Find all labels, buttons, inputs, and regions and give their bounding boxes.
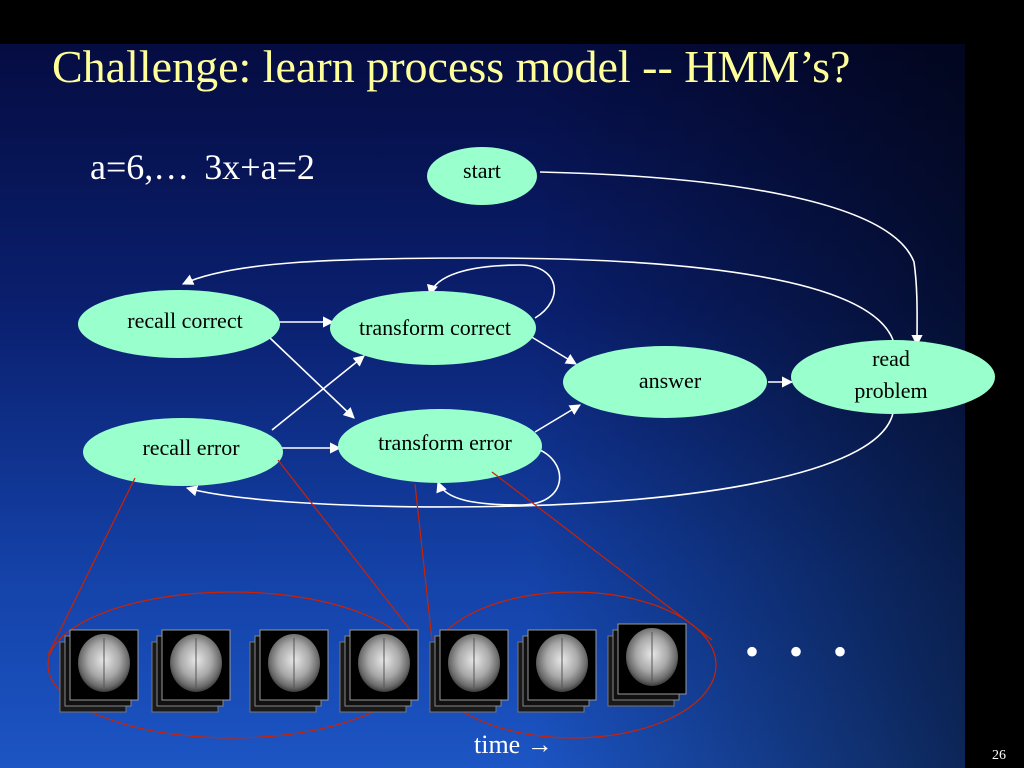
node-recall-error: recall error (83, 418, 283, 486)
node-recall-correct-label: recall correct (127, 308, 242, 333)
slide-title: Challenge: learn process model -- HMM’s? (52, 41, 851, 92)
node-transform-error-label: transform error (378, 430, 512, 455)
node-read-problem-label-line1: read (872, 346, 910, 371)
time-axis-label: time → (474, 730, 553, 759)
edge-start-to-read-problem (539, 171, 923, 347)
equation-text: a=6,… 3x+a=2 (90, 147, 315, 187)
diagram-edges (181, 171, 923, 508)
edge-recall-correct-to-transform-error (269, 337, 355, 419)
edge-transform-error-self-loop (436, 447, 561, 506)
edge-recall-error-to-transform-correct (271, 355, 365, 431)
ellipsis-dots: • • • (745, 629, 858, 674)
edge-read-problem-to-recall-correct (181, 257, 894, 341)
node-recall-error-label: recall error (142, 435, 240, 460)
brain-scan-3 (249, 629, 329, 713)
node-read-problem: read problem (791, 340, 995, 414)
brain-scan-6 (517, 629, 597, 713)
brain-scan-strip (59, 623, 687, 713)
node-answer: answer (563, 346, 767, 418)
edge-transform-error-to-answer (534, 404, 581, 433)
node-answer-label: answer (639, 368, 702, 393)
brain-scan-7 (607, 623, 687, 707)
node-start: start (427, 147, 537, 205)
brain-scan-1 (59, 629, 139, 713)
node-transform-correct: transform correct (330, 291, 536, 365)
edge-transform-correct-self-loop (427, 264, 556, 319)
node-recall-correct: recall correct (78, 290, 280, 358)
brain-scan-2 (151, 629, 231, 713)
brain-scan-5 (429, 629, 509, 713)
edge-transform-correct-to-answer (529, 335, 577, 365)
page-number: 26 (992, 748, 1006, 763)
node-transform-correct-label: transform correct (359, 315, 511, 340)
node-read-problem-label-line2: problem (854, 378, 927, 403)
node-start-label: start (463, 158, 501, 183)
node-transform-error: transform error (338, 409, 542, 483)
brain-scan-4 (339, 629, 419, 713)
edge-read-problem-to-recall-error (185, 412, 894, 508)
